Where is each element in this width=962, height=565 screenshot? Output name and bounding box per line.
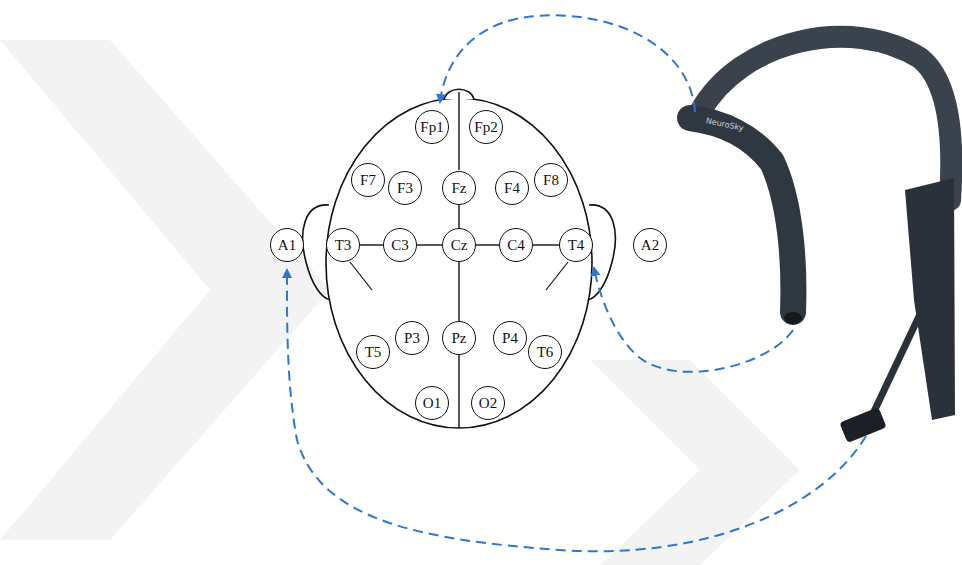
electrode-circle: T4 <box>559 228 593 262</box>
electrode-label: F3 <box>397 181 413 196</box>
headset-arm <box>690 118 793 312</box>
electrode-link <box>458 205 459 228</box>
electrode-link <box>458 262 459 321</box>
electrode-label: F4 <box>504 181 520 196</box>
electrode-circle: P3 <box>395 321 429 355</box>
electrode-circle: Fz <box>442 171 476 205</box>
guide-line <box>546 262 568 290</box>
pointer-arrow <box>594 268 793 372</box>
electrode-label: T3 <box>335 238 352 253</box>
electrode-label: Pz <box>452 331 467 346</box>
electrode-label: O1 <box>423 396 441 411</box>
electrode-link <box>476 244 499 245</box>
electrode-label: A1 <box>278 238 296 253</box>
electrode-circle: A2 <box>633 228 667 262</box>
electrode-circle: C3 <box>383 228 417 262</box>
electrode-link <box>360 244 383 245</box>
electrode-circle: T3 <box>326 228 360 262</box>
midline <box>458 92 459 170</box>
electrode-link <box>533 244 559 245</box>
electrode-circle: F7 <box>351 163 385 197</box>
electrode-label: C4 <box>507 238 525 253</box>
electrode-circle: T5 <box>356 335 390 369</box>
electrode-label: P4 <box>502 331 518 346</box>
electrode-circle: P4 <box>493 321 527 355</box>
electrode-circle: Fp2 <box>469 110 503 144</box>
electrode-circle: C4 <box>499 228 533 262</box>
electrode-circle: Fp1 <box>415 110 449 144</box>
ear-clip <box>839 407 886 443</box>
watermark-chevron <box>590 360 800 565</box>
electrode-label: Fp2 <box>474 120 497 135</box>
left-ear <box>303 205 330 300</box>
electrode-label: F7 <box>360 173 376 188</box>
watermark-chevron <box>0 40 330 540</box>
midline <box>458 355 459 428</box>
electrode-label: Fp1 <box>420 120 443 135</box>
electrode-circle: O1 <box>415 386 449 420</box>
electrode-circle: A1 <box>270 228 304 262</box>
electrode-label: Cz <box>451 238 468 253</box>
pointer-arrow <box>440 15 695 112</box>
electrode-circle: F4 <box>495 171 529 205</box>
electrode-circle: T6 <box>528 335 562 369</box>
electrode-circle: O2 <box>471 386 505 420</box>
electrode-circle: Pz <box>442 321 476 355</box>
electrode-circle: F8 <box>534 163 568 197</box>
forehead-sensor <box>784 312 802 324</box>
electrode-label: F8 <box>543 173 559 188</box>
headset-body <box>905 178 955 420</box>
electrode-label: Fz <box>452 181 467 196</box>
guide-line <box>350 262 372 290</box>
electrode-label: A2 <box>641 238 659 253</box>
pointer-arrow <box>287 270 866 551</box>
ear-clip-wire <box>870 310 922 420</box>
right-ear <box>588 205 615 300</box>
electrode-circle: F3 <box>388 171 422 205</box>
brand-logo: NeuroSky <box>705 116 744 133</box>
electrode-label: O2 <box>479 396 497 411</box>
electrode-label: T4 <box>568 238 585 253</box>
electrode-link <box>417 244 442 245</box>
electrode-label: P3 <box>404 331 420 346</box>
electrode-circle: Cz <box>442 228 476 262</box>
electrode-label: T5 <box>365 345 382 360</box>
electrode-label: T6 <box>537 345 554 360</box>
electrode-label: C3 <box>391 238 409 253</box>
